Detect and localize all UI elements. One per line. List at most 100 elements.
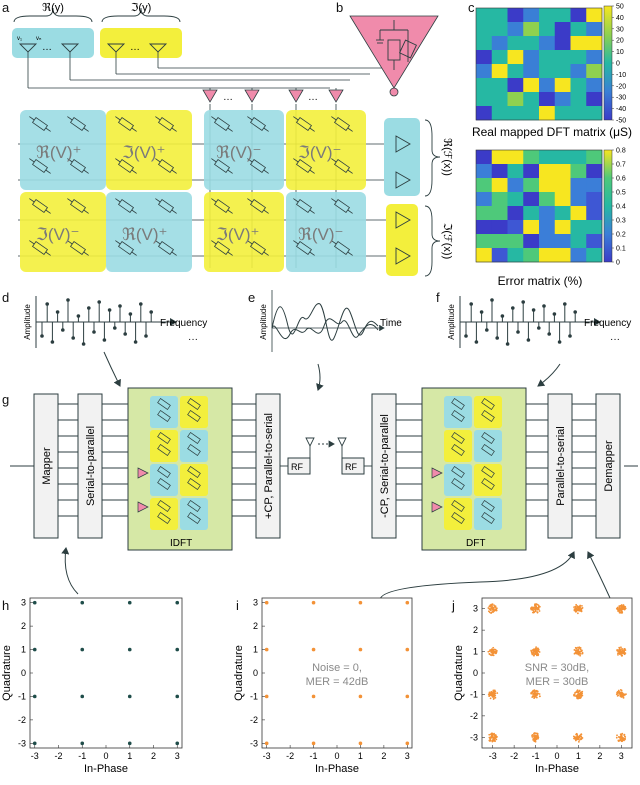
heatmap-cell: [539, 192, 556, 207]
data-point: [621, 611, 623, 614]
panel-g: g Mapper Serial-to-parallel IDFT +CP, Pa…: [2, 387, 638, 601]
spectral-tip: [92, 330, 96, 334]
heatmap-cell: [586, 78, 603, 93]
data-point: [538, 695, 541, 698]
spectral-tip: [107, 308, 112, 312]
data-point: [578, 609, 581, 612]
heatmap-cell: [523, 106, 540, 121]
data-point: [624, 736, 627, 738]
x-tick-label: 2: [381, 751, 386, 761]
spectral-tip: [557, 340, 562, 344]
data-point: [534, 740, 537, 742]
data-point: [618, 739, 621, 742]
dots-d: ···: [188, 334, 198, 345]
heatmap-cell: [539, 206, 556, 221]
label-v1: v₁: [17, 36, 22, 42]
data-point: [264, 647, 269, 652]
crossbar-tile: [444, 464, 472, 496]
data-point: [580, 737, 583, 740]
label-im-y: ℑ(y): [131, 2, 152, 14]
data-point: [538, 693, 541, 695]
heatmap-cell: [476, 36, 493, 51]
heatmap-cell: [586, 164, 603, 179]
data-point: [175, 600, 180, 605]
colorbar-tick-label: 0.4: [616, 204, 626, 211]
y-tick-label: 1: [473, 647, 478, 657]
heatmap-cell: [507, 92, 524, 107]
data-point: [578, 736, 581, 738]
memristor-cell: [331, 116, 353, 132]
data-point: [532, 611, 535, 614]
data-point: [579, 646, 582, 649]
panel-label-d: d: [2, 290, 9, 305]
heatmap-cell: [476, 234, 493, 249]
heatmap-cell: [539, 164, 556, 179]
heatmap-cell: [539, 178, 556, 193]
data-point: [531, 696, 534, 699]
data-point: [494, 694, 497, 697]
block-demapper-label: Demapper: [603, 440, 615, 492]
data-point: [532, 695, 535, 698]
heatmap-cell: [570, 92, 587, 107]
output-box-imag: [100, 28, 182, 58]
data-point: [579, 653, 582, 655]
heatmap-cell: [554, 206, 571, 221]
heatmap-cell: [586, 106, 603, 121]
heatmap-cell: [476, 164, 493, 179]
data-point: [573, 609, 576, 612]
crossbar-tile: [180, 464, 208, 496]
data-point: [492, 654, 495, 657]
heatmap-cell: [476, 150, 493, 165]
y-tick-label: -3: [250, 738, 258, 748]
panel-label-i: i: [236, 598, 239, 613]
dots-top-1: …: [42, 42, 52, 53]
memristor-cell: [481, 466, 495, 478]
colorbar-tick-label: -40: [616, 106, 626, 113]
data-point: [579, 650, 582, 653]
plot-annotation: MER = 42dB: [306, 676, 369, 688]
memristor-cells: [29, 116, 353, 256]
data-point: [579, 693, 582, 696]
data-point: [577, 697, 580, 700]
heatmap-cell: [539, 248, 556, 263]
memristor-cell: [155, 158, 177, 174]
memristor-cell: [67, 198, 89, 214]
data-point: [538, 651, 541, 653]
y-tick-label: -1: [470, 689, 478, 699]
data-point: [616, 694, 619, 697]
memristor-cell: [187, 432, 201, 444]
block-parallel-to-serial-rx: [547, 393, 573, 539]
memristor-cell: [451, 410, 465, 422]
block-parallel-to-serial-rx-label: Parallel-to-serial: [555, 426, 567, 505]
data-point: [534, 610, 537, 613]
data-point: [533, 693, 536, 696]
heatmap-cell: [491, 150, 508, 165]
heatmap-cell: [539, 50, 556, 65]
data-point: [623, 649, 625, 651]
spectral-tip: [66, 298, 70, 302]
heatmap-cell: [507, 164, 524, 179]
heatmap-cell: [523, 78, 540, 93]
spectral-tip: [55, 310, 60, 314]
data-point: [624, 738, 626, 741]
ylabel-f: Amplitude: [447, 304, 456, 340]
data-point: [574, 649, 577, 652]
y-tick-label: 1: [21, 645, 26, 655]
data-point: [490, 612, 492, 615]
data-point: [127, 741, 132, 746]
data-point: [620, 654, 623, 657]
x-tick-label: 2: [151, 751, 156, 761]
data-point: [580, 609, 583, 612]
heatmap-cell: [570, 248, 587, 263]
heatmap-cell: [586, 220, 603, 235]
colorbar-tick-label: -50: [616, 118, 626, 125]
data-point: [405, 741, 410, 746]
crossbar-tile: [444, 498, 472, 530]
data-point: [493, 737, 496, 740]
data-point: [622, 696, 625, 699]
colorbar-tick-label: -20: [616, 83, 626, 90]
spectral-tip: [485, 328, 489, 332]
data-point: [537, 692, 540, 695]
